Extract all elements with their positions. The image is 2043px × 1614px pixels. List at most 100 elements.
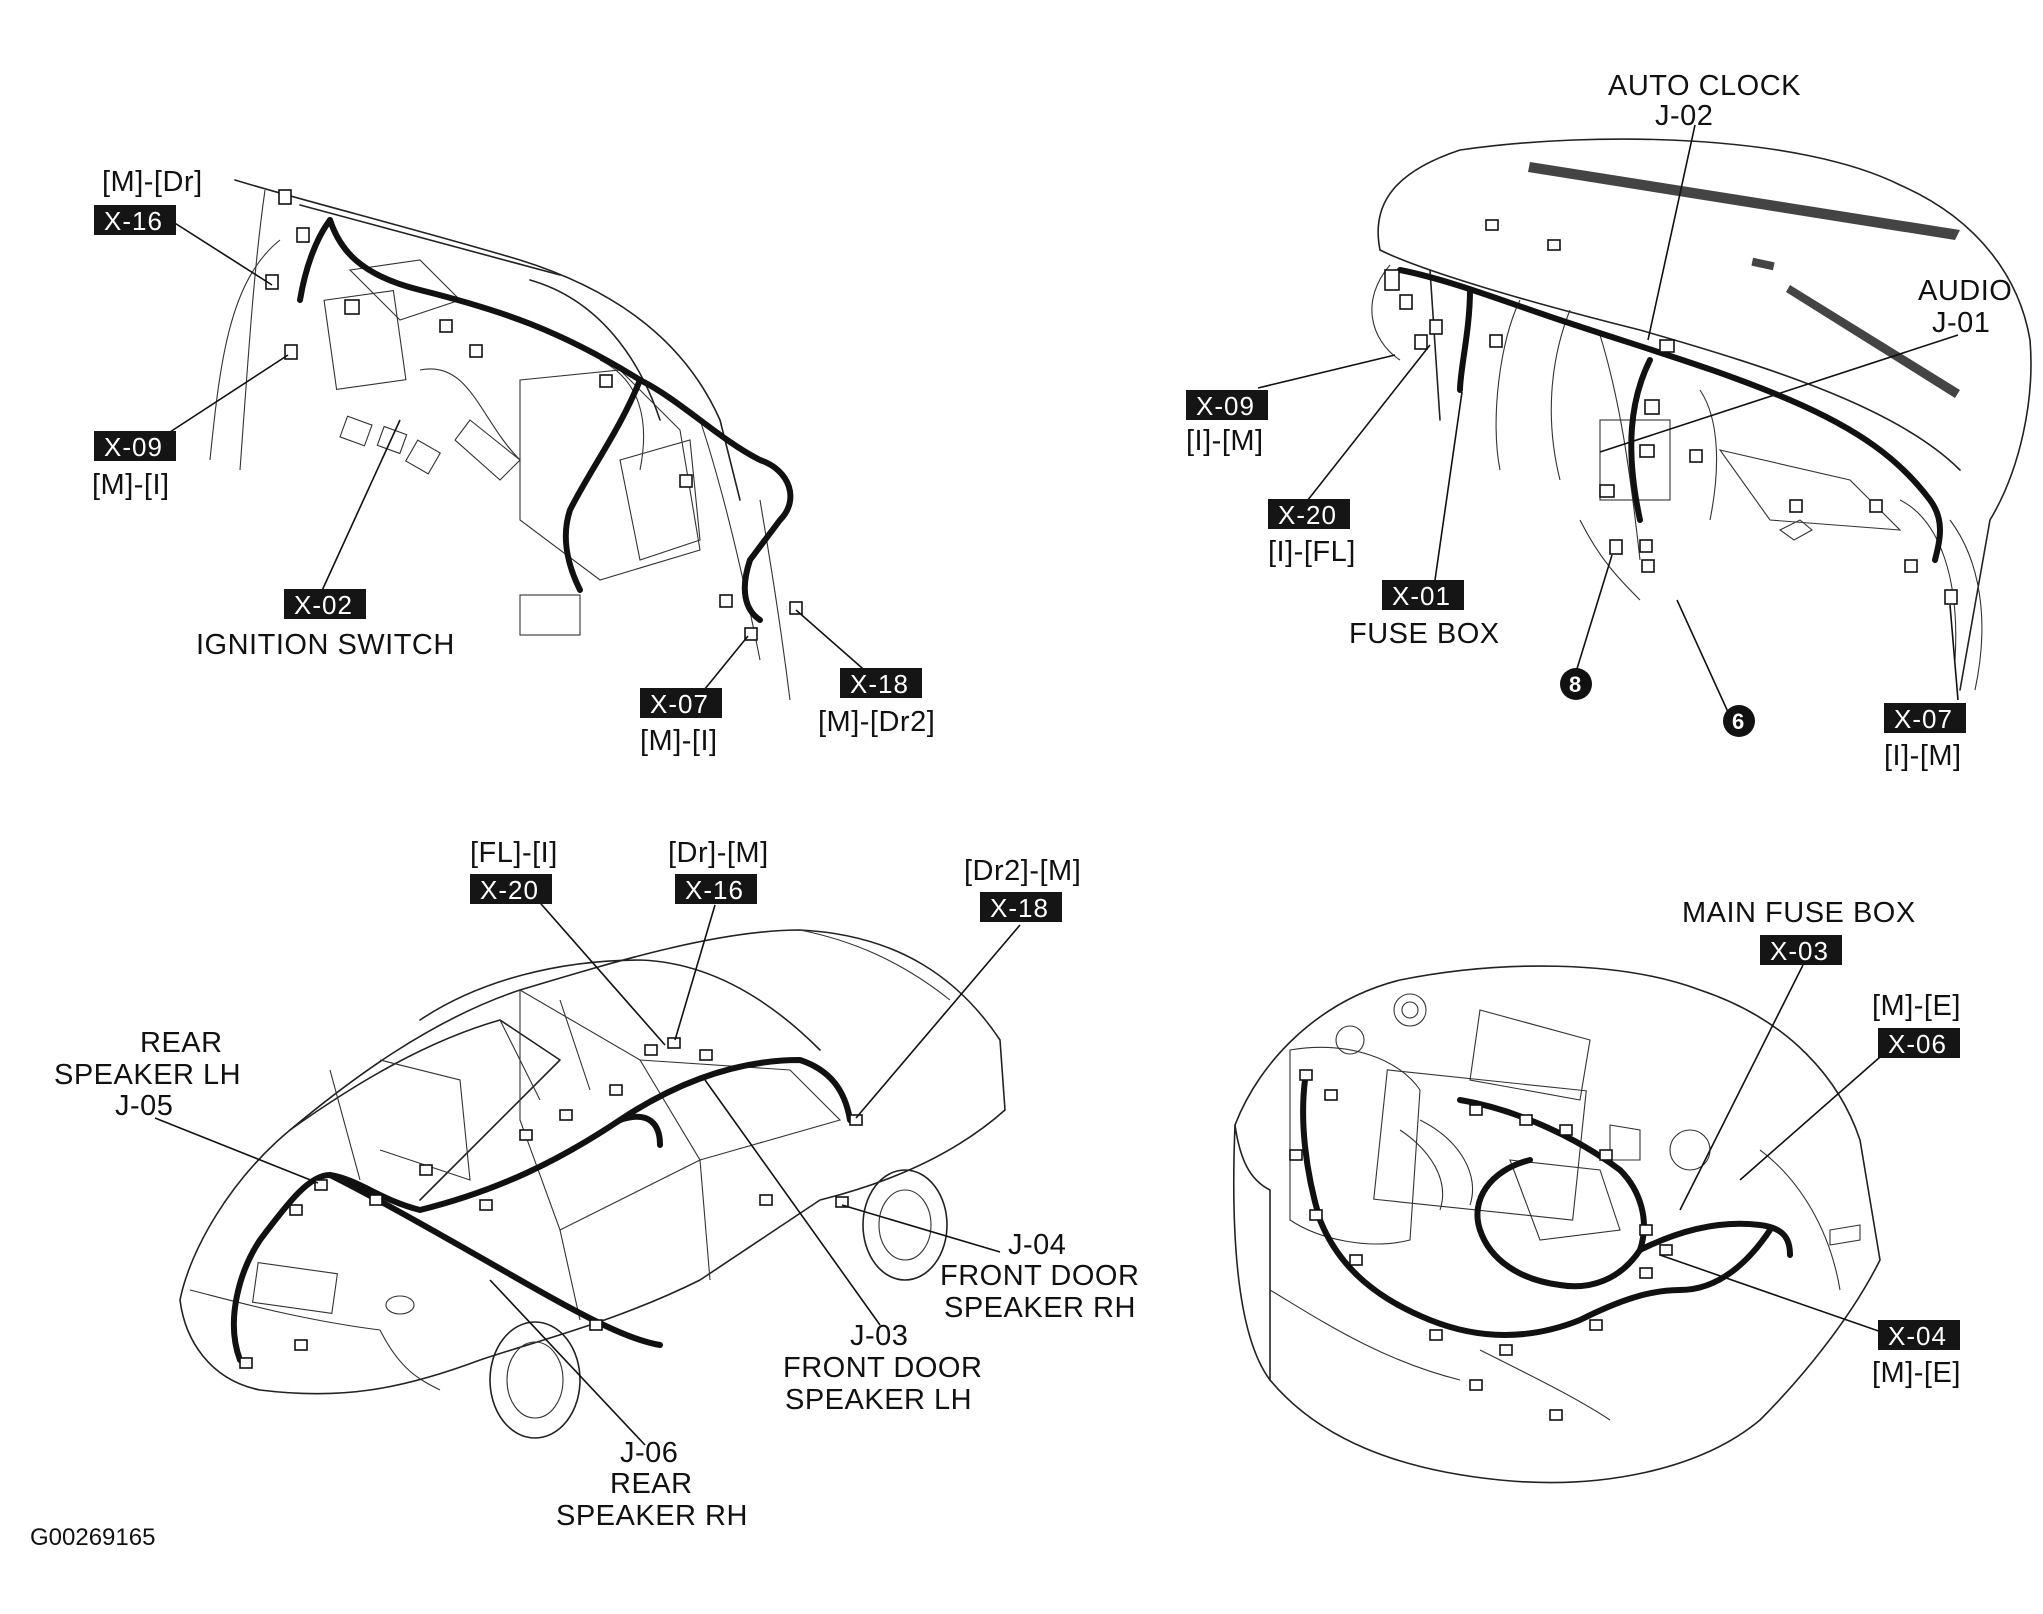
j04-code: J-04 xyxy=(1008,1229,1066,1261)
j05-line2: SPEAKER LH xyxy=(54,1059,241,1091)
x20c-position-label: [FL]-[I] xyxy=(470,837,558,869)
x16-tag xyxy=(94,205,176,235)
auto-clock-label: AUTO CLOCK xyxy=(1608,70,1801,102)
j04-line2: SPEAKER RH xyxy=(944,1292,1136,1324)
x16-position-label: [M]-[Dr] xyxy=(102,166,203,198)
j02-label: J-02 xyxy=(1655,100,1713,132)
x06-leader xyxy=(1739,1049,1889,1181)
j03-code: J-03 xyxy=(850,1320,908,1352)
x20c-leader xyxy=(519,879,666,1046)
x09-position-label: [M]-[I] xyxy=(92,469,170,501)
x04-leader xyxy=(1659,1254,1891,1336)
dash-left-upper-harness xyxy=(297,217,333,303)
x07-tag-text: X-07 xyxy=(650,689,709,719)
x16c-leader xyxy=(674,904,716,1041)
dash-left-outline xyxy=(209,179,791,701)
dash-right-outline xyxy=(1371,138,2032,691)
x20r-tag xyxy=(1268,499,1350,529)
x18c-tag-text: X-18 xyxy=(990,893,1049,923)
x09r-tag xyxy=(1186,390,1268,420)
car-body-connectors xyxy=(239,1037,863,1369)
j02-leader xyxy=(1647,124,1696,341)
engine-bay-right-harness xyxy=(1637,1220,1793,1258)
x02-leader xyxy=(319,419,401,596)
x09-leader xyxy=(169,354,289,433)
callout-6-badge xyxy=(1723,705,1755,737)
j03-line2: SPEAKER LH xyxy=(785,1384,972,1416)
x07-leader xyxy=(699,635,749,696)
panel-dash-left: [M]-[Dr] X-16 X-09 [M]-[I] X-02 IGNITION… xyxy=(92,166,935,757)
x09r-tag-text: X-09 xyxy=(1196,391,1255,421)
engine-bay-outline xyxy=(1232,965,1881,1484)
engine-bay-main-harness xyxy=(1300,1077,1773,1338)
panel-car-body: [FL]-[I] X-20 [Dr]-[M] X-16 [Dr2]-[M] X-… xyxy=(54,837,1139,1532)
x20r-position-label: [I]-[FL] xyxy=(1268,536,1356,568)
j06-leader xyxy=(489,1279,646,1446)
x02-tag xyxy=(284,589,366,619)
x09r-position-label: [I]-[M] xyxy=(1186,425,1264,457)
x07r-leader xyxy=(1949,604,1959,701)
x18-position-label: [M]-[Dr2] xyxy=(818,706,935,738)
j01-leader xyxy=(1599,334,1959,453)
x20r-leader xyxy=(1299,344,1431,511)
x03-leader xyxy=(1679,964,1804,1211)
j06-line1: REAR xyxy=(610,1468,693,1500)
j06-line2: SPEAKER RH xyxy=(556,1500,748,1532)
dash-right-connectors xyxy=(1384,219,1958,605)
callout-8-text: 8 xyxy=(1569,672,1581,697)
x20r-tag-text: X-20 xyxy=(1278,500,1337,530)
panel-engine-bay: MAIN FUSE BOX X-03 [M]-[E] X-06 X-04 [M]… xyxy=(1232,897,1961,1484)
j04-leader xyxy=(841,1204,1001,1253)
x03-tag-text: X-03 xyxy=(1770,936,1829,966)
x02-tag-text: X-02 xyxy=(294,590,353,620)
engine-bay-connectors xyxy=(1289,1069,1673,1421)
fuse-box-label: FUSE BOX xyxy=(1349,618,1500,650)
j05-leader xyxy=(154,1117,319,1184)
dash-left-main-harness xyxy=(327,217,794,623)
car-body-outline xyxy=(179,929,1006,1439)
x16c-tag xyxy=(675,874,757,904)
dash-left-connectors xyxy=(265,189,803,641)
j03-line1: FRONT DOOR xyxy=(783,1352,982,1384)
panel-dash-right: AUTO CLOCK J-02 AUDIO J-01 X-09 [I]-[M] … xyxy=(1186,70,2032,772)
defroster-vents xyxy=(1528,162,1960,398)
x09r-leader xyxy=(1257,354,1396,389)
x16c-tag-text: X-16 xyxy=(685,875,744,905)
callout-6-text: 6 xyxy=(1732,709,1744,734)
x16-leader xyxy=(169,219,273,286)
callout-6-leader xyxy=(1676,599,1729,713)
x16c-position-label: [Dr]-[M] xyxy=(668,837,769,869)
j04-line1: FRONT DOOR xyxy=(940,1260,1139,1292)
car-body-door-harness xyxy=(617,1113,663,1148)
x18c-tag xyxy=(980,892,1062,922)
j06-code: J-06 xyxy=(620,1437,678,1469)
x03-tag xyxy=(1760,935,1842,965)
callout-8-leader xyxy=(1575,554,1613,673)
audio-label: AUDIO xyxy=(1918,275,2012,307)
car-body-main-harness xyxy=(230,1057,853,1363)
x09-tag-text: X-09 xyxy=(104,432,163,462)
main-fuse-box-label: MAIN FUSE BOX xyxy=(1682,897,1916,929)
figure-id: G00269165 xyxy=(30,1524,155,1551)
x01-tag xyxy=(1382,580,1464,610)
x07-tag xyxy=(640,688,722,718)
callout-8-badge xyxy=(1560,668,1592,700)
j05-line1: REAR xyxy=(140,1027,223,1059)
j03-leader xyxy=(704,1079,881,1326)
ignition-switch-label: IGNITION SWITCH xyxy=(196,629,455,661)
x09-tag xyxy=(94,431,176,461)
j05-code: J-05 xyxy=(115,1090,173,1122)
x06-tag xyxy=(1878,1028,1960,1058)
x07-position-label: [M]-[I] xyxy=(640,725,718,757)
x07r-tag xyxy=(1884,703,1966,733)
x06-tag-text: X-06 xyxy=(1888,1029,1947,1059)
x16-tag-text: X-16 xyxy=(104,206,163,236)
x07r-tag-text: X-07 xyxy=(1894,704,1953,734)
dash-right-branch-harness xyxy=(1628,357,1653,523)
dash-right-drop-harness xyxy=(1457,287,1473,393)
x20c-tag xyxy=(470,874,552,904)
x04-position-label: [M]-[E] xyxy=(1872,1357,1961,1389)
engine-bay-upper-harness xyxy=(1457,1097,1647,1290)
x01-tag-text: X-01 xyxy=(1392,581,1451,611)
